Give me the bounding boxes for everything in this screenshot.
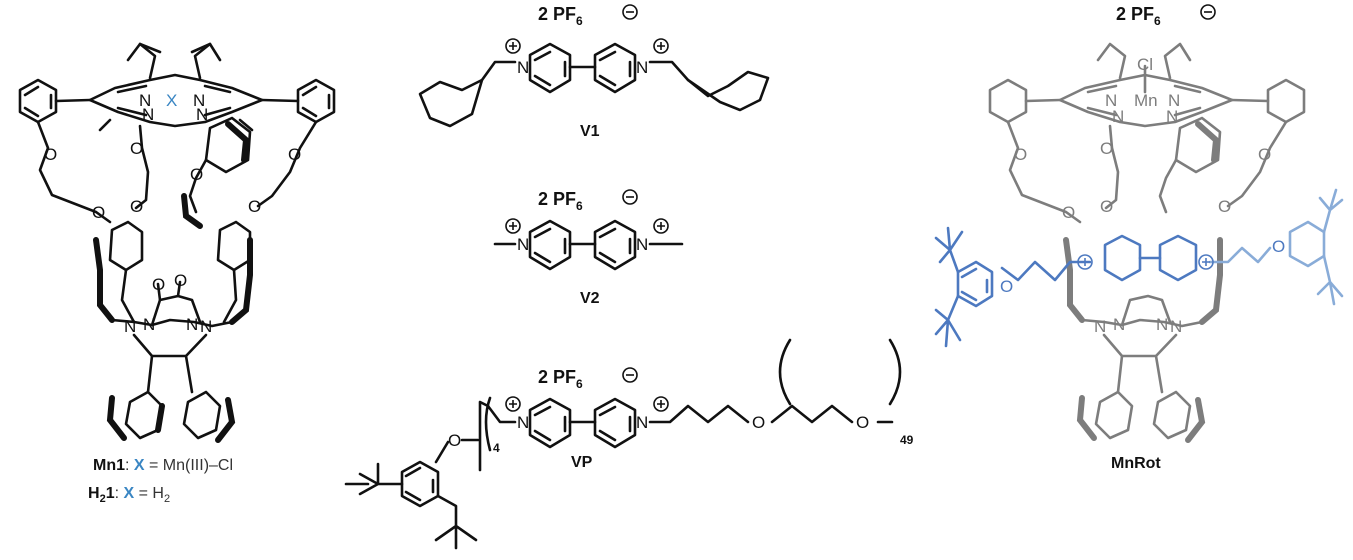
plus-sign bbox=[657, 400, 665, 408]
o-atom: O bbox=[856, 413, 869, 432]
cation-charge bbox=[1198, 254, 1214, 270]
viologen-thread bbox=[934, 188, 1344, 348]
n-atom: N bbox=[200, 317, 212, 336]
o-atom: O bbox=[44, 145, 57, 164]
o-atom: O bbox=[174, 271, 187, 290]
n-atom: N bbox=[196, 105, 208, 124]
mnrot-porphyrin-cage bbox=[988, 42, 1306, 443]
n-atom: N bbox=[193, 91, 205, 110]
mn1-structure: N N N N X O O O O O O O bbox=[18, 42, 336, 443]
n-atom: N bbox=[143, 315, 155, 334]
v1-structure: 2 PF6 bbox=[418, 4, 770, 128]
phenyl-left bbox=[18, 78, 92, 124]
phenyl-bottom-right bbox=[182, 390, 236, 443]
chloride-ligand: Cl bbox=[1137, 55, 1153, 74]
o-atom: O bbox=[1100, 197, 1113, 216]
o-atom: O bbox=[1062, 203, 1075, 222]
v1-label: V1 bbox=[580, 123, 600, 140]
cation-charge bbox=[1077, 254, 1093, 270]
n-atom: N bbox=[124, 317, 136, 336]
n-atom: N bbox=[636, 413, 648, 432]
plus-sign bbox=[1202, 258, 1210, 266]
n-atom: N bbox=[1156, 315, 1168, 334]
v1-counterion: 2 PF6 bbox=[538, 4, 583, 28]
o-atom: O bbox=[1218, 197, 1231, 216]
plus-sign bbox=[509, 222, 517, 230]
o-atom: O bbox=[190, 165, 203, 184]
center-atom-x: X bbox=[166, 91, 177, 110]
n-atom: N bbox=[517, 58, 529, 77]
plus-sign bbox=[509, 400, 517, 408]
vp-chain-repeat: 4 bbox=[493, 441, 500, 455]
vp-peg-repeat: 49 bbox=[900, 433, 914, 447]
porphyrin-core bbox=[88, 42, 264, 132]
o-atom: O bbox=[130, 139, 143, 158]
phenyl-right bbox=[260, 78, 336, 124]
manganese-atom: Mn bbox=[1134, 91, 1158, 110]
plus-sign bbox=[657, 222, 665, 230]
n-atom: N bbox=[142, 105, 154, 124]
vp-label: VP bbox=[571, 454, 593, 471]
phenyl-front: O bbox=[188, 116, 252, 214]
n-atom: N bbox=[636, 58, 648, 77]
n-atom: N bbox=[139, 91, 151, 110]
n-atom: N bbox=[1166, 107, 1178, 126]
o-atom: O bbox=[1000, 277, 1013, 296]
caption-mn1: Mn1: X = Mn(III)–Cl bbox=[93, 457, 233, 474]
mnrot-structure: 2 PF6 bbox=[934, 4, 1344, 443]
vp-counterion: 2 PF6 bbox=[538, 367, 583, 391]
o-atom: O bbox=[130, 197, 143, 216]
glycoluril-clip: O O bbox=[93, 220, 253, 394]
o-atom: O bbox=[1014, 145, 1027, 164]
mnrot-label: MnRot bbox=[1111, 455, 1161, 472]
n-atom: N bbox=[1094, 317, 1106, 336]
plus-sign bbox=[1081, 258, 1089, 266]
o-atom: O bbox=[1100, 139, 1113, 158]
plus-sign bbox=[509, 42, 517, 50]
o-atom: O bbox=[92, 203, 105, 222]
plus-sign bbox=[657, 42, 665, 50]
n-atom: N bbox=[636, 235, 648, 254]
v2-counterion: 2 PF6 bbox=[538, 189, 583, 213]
phenyl-bottom-left bbox=[106, 390, 165, 441]
n-atom: N bbox=[517, 235, 529, 254]
caption-h21: H21: X = H2 bbox=[88, 485, 170, 505]
vp-structure: 2 PF6 4 bbox=[344, 338, 902, 550]
n-atom: N bbox=[1112, 107, 1124, 126]
o-atom: O bbox=[752, 413, 765, 432]
n-atom: N bbox=[1168, 91, 1180, 110]
o-atom: O bbox=[448, 431, 461, 450]
n-atom: N bbox=[1170, 317, 1182, 336]
o-atom: O bbox=[1272, 237, 1285, 256]
n-atom: N bbox=[1105, 91, 1117, 110]
o-atom: O bbox=[248, 197, 261, 216]
n-atom: N bbox=[517, 413, 529, 432]
n-atom: N bbox=[1113, 315, 1125, 334]
o-atom: O bbox=[1258, 145, 1271, 164]
o-atom: O bbox=[152, 275, 165, 294]
mnrot-counterion: 2 PF6 bbox=[1116, 4, 1161, 28]
n-atom: N bbox=[186, 315, 198, 334]
o-atom: O bbox=[288, 145, 301, 164]
v2-structure: 2 PF6 bbox=[493, 189, 684, 271]
v2-label: V2 bbox=[580, 290, 600, 307]
